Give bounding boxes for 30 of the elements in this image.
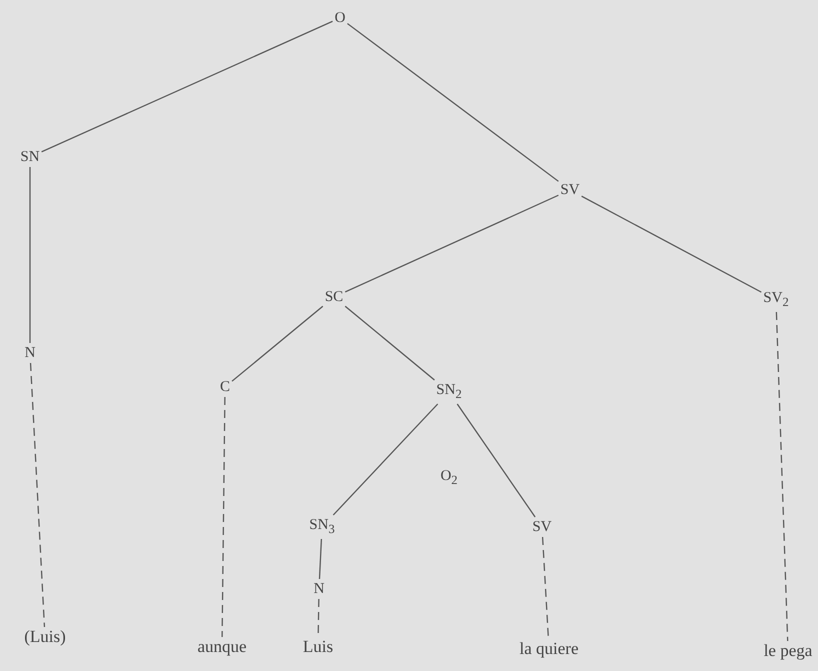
branch-line (581, 196, 762, 293)
category-label: SV (558, 180, 582, 200)
branch-line (41, 20, 333, 152)
category-label: N (22, 343, 38, 363)
category-label: SV$_{2}$ (761, 288, 791, 312)
branch-line (347, 23, 559, 182)
dashed-branch-line (776, 312, 788, 642)
category-label: SN$_{2}$ (434, 380, 464, 404)
category-label: SN (18, 147, 42, 167)
category-label: C (218, 377, 232, 397)
word-label: (Luis) (22, 627, 68, 647)
word-label: Luis (300, 637, 336, 657)
branch-line (332, 404, 438, 516)
branch-line (344, 306, 435, 380)
word-label: la quiere (518, 639, 580, 659)
clause-label: O$_{2}$ (440, 468, 458, 488)
branch-line (232, 306, 324, 382)
branch-line (456, 404, 536, 518)
category-label: SC (322, 287, 346, 307)
category-label: O (332, 8, 348, 28)
branch-line (318, 538, 322, 580)
branch-line (344, 194, 559, 292)
branch-line (29, 167, 31, 343)
dashed-branch-line (30, 362, 46, 628)
dashed-branch-line (222, 397, 226, 637)
category-label: N (312, 579, 326, 599)
category-label: SN$_{3}$ (307, 515, 337, 539)
word-label: le pega (762, 641, 814, 661)
word-label: aunque (195, 637, 249, 657)
category-label: SV (530, 517, 554, 537)
